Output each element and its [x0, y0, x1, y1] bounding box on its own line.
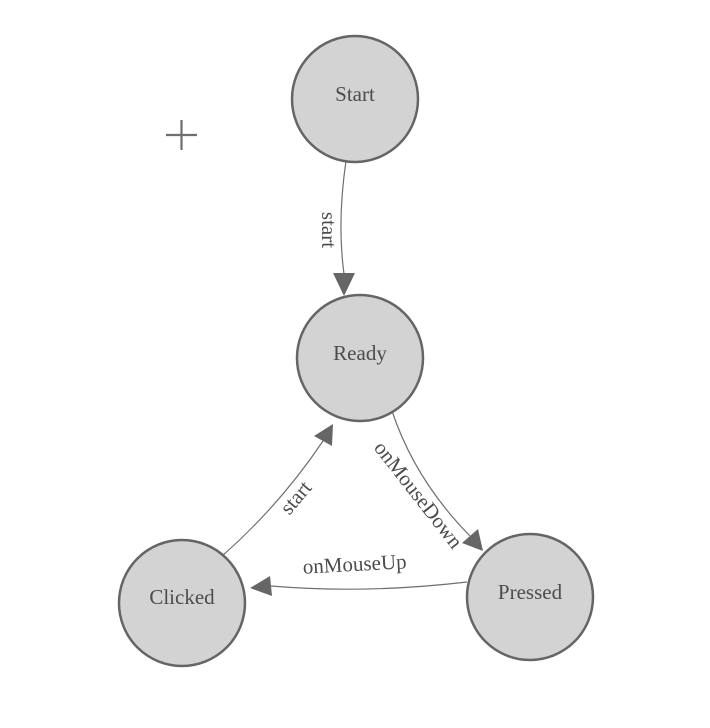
transition-label: onMouseUp [302, 549, 407, 578]
transition-ready-to-pressed[interactable]: onMouseDown [369, 410, 483, 553]
transition-line [391, 410, 471, 537]
state-circle [465, 532, 595, 662]
transition-label: onMouseDown [369, 436, 468, 553]
state-node-ready[interactable]: Ready [295, 293, 425, 423]
state-circle [117, 538, 247, 668]
state-circle [290, 34, 420, 164]
state-node-clicked[interactable]: Clicked [117, 538, 247, 668]
transition-line [270, 581, 468, 590]
crosshair-marker [166, 120, 197, 150]
transition-label: start [317, 212, 341, 248]
transition-clicked-to-ready[interactable]: start [221, 424, 333, 557]
transition-start-to-ready[interactable]: start [317, 160, 355, 296]
state-node-start[interactable]: Start [290, 34, 420, 164]
arrowhead-icon [314, 424, 333, 446]
transition-label: start [275, 476, 317, 519]
arrowhead-icon [250, 576, 272, 596]
state-label: Clicked [149, 585, 215, 609]
state-circle [295, 293, 425, 423]
state-node-pressed[interactable]: Pressed [465, 532, 595, 662]
transition-pressed-to-clicked[interactable]: onMouseUp [250, 549, 468, 596]
transition-line [340, 160, 347, 275]
state-label: Start [335, 82, 375, 106]
arrowhead-icon [333, 273, 355, 296]
state-label: Ready [333, 341, 387, 365]
state-label: Pressed [498, 580, 563, 604]
arrowhead-icon [462, 529, 483, 551]
transition-line [221, 440, 324, 557]
